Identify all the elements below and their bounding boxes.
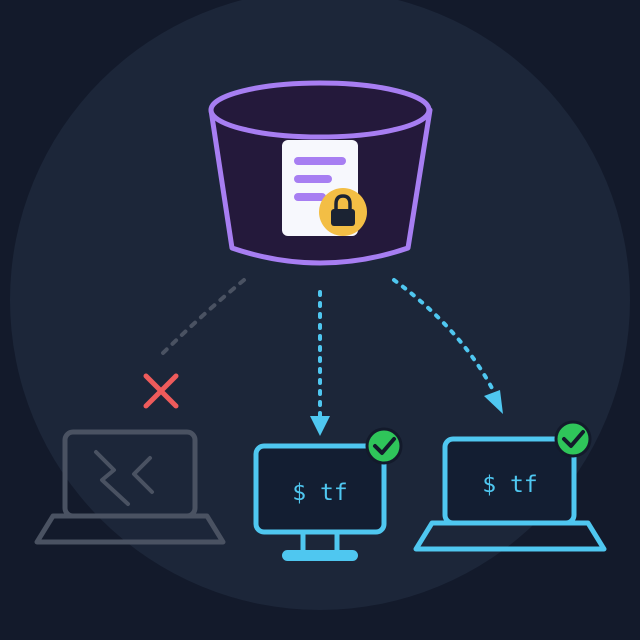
- terminal-prompt: $ tf: [292, 480, 347, 506]
- bucket-rim: [208, 80, 432, 140]
- check-icon: [365, 427, 403, 465]
- cross-icon: [143, 373, 179, 409]
- connector-desktop: [310, 290, 330, 436]
- lock-icon: [319, 188, 367, 236]
- broken-screen-icon: [94, 450, 154, 506]
- laptop-base: [413, 520, 607, 552]
- desktop-monitor-allowed: $ tf: [253, 443, 387, 561]
- connector-denied: [161, 278, 246, 355]
- connector-laptop-right: [392, 278, 503, 414]
- bucket-icon: [208, 80, 433, 266]
- arrow-head-icon: [310, 416, 330, 436]
- terminal-prompt: $ tf: [482, 472, 537, 498]
- laptop-base: [34, 513, 226, 545]
- monitor-screen: [253, 443, 387, 535]
- arrow-head-icon: [484, 390, 503, 414]
- monitor-stand: [282, 550, 358, 561]
- check-icon: [554, 420, 592, 458]
- laptop-denied: [34, 429, 226, 545]
- monitor-neck: [300, 533, 340, 552]
- laptop-allowed: $ tf: [413, 436, 607, 552]
